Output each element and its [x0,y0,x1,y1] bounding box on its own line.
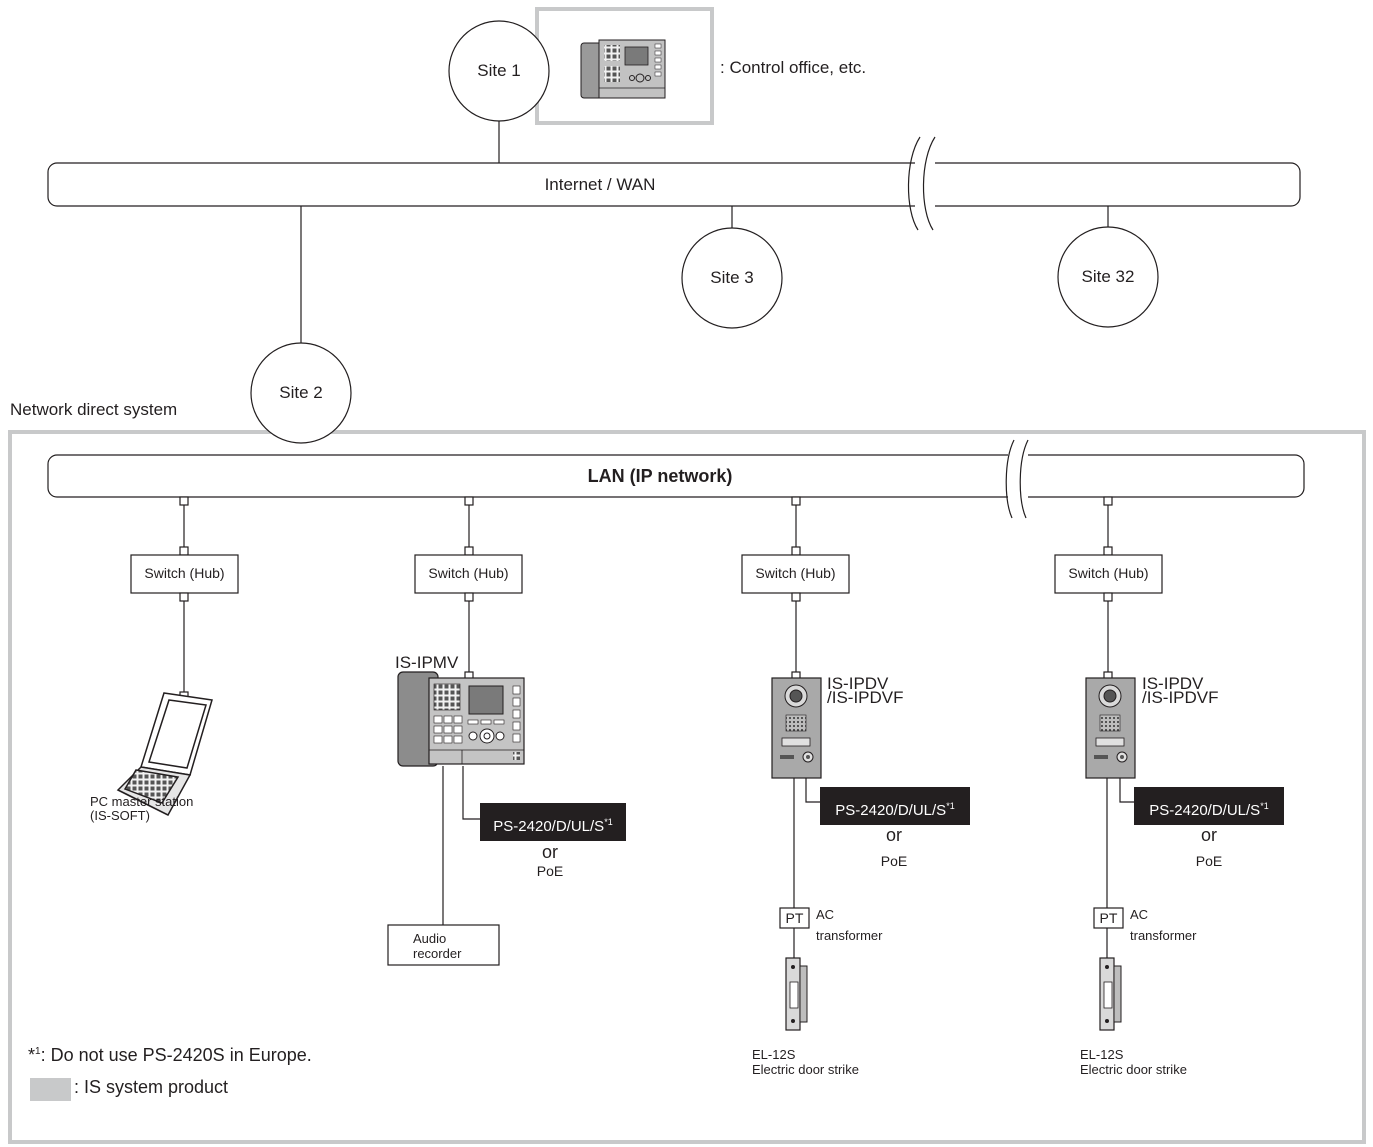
column-door-2 [1054,496,1163,681]
door-station-icon-1 [771,677,822,779]
audio-recorder-box [387,924,500,966]
laptop-icon [116,692,213,816]
ac-label-1a: AC [816,907,835,922]
power-supply-label-2: PS-2420/D/UL/S*1 [820,787,970,825]
or-label-3: or [1200,825,1217,845]
wan-break-mark [907,136,936,231]
or-label-1: or [541,842,558,862]
power-supply-label-1: PS-2420/D/UL/S*1 [480,803,626,841]
site3-label: Site 3 [710,268,754,287]
network-system-frame [8,430,1366,1144]
lan-break-mark [1005,439,1029,519]
door-station-label-2b: /IS-IPDVF [1142,688,1219,707]
pt-label-2: PT [1099,910,1118,926]
door2-wiring [1106,778,1134,958]
recorder-label-line1: Audio [413,931,447,946]
pc-label-line2: (IS-SOFT) [90,808,150,823]
poe-label-1: PoE [536,863,564,879]
strike-label-1b: Electric door strike [752,1062,859,1077]
site32-circle [1057,226,1159,328]
switch-box-4 [1054,554,1163,594]
door-strike-icon-1 [785,957,808,1031]
column-pc [130,496,239,701]
switch-label-4: Switch (Hub) [1068,565,1149,581]
switch-box-3 [741,554,850,594]
footnote: *1: Do not use PS-2420S in Europe. [28,1045,312,1065]
poe-label-2: PoE [880,853,908,869]
switch-box-2 [414,554,523,594]
strike-label-1a: EL-12S [752,1047,796,1062]
switch-label-3: Switch (Hub) [755,565,836,581]
door1-wiring [793,778,820,958]
wan-label: Internet / WAN [544,175,656,194]
site1-label: Site 1 [477,61,521,80]
door-station-label-1a: IS-IPDV [827,674,889,693]
ac-label-2a: AC [1130,907,1149,922]
lan-bar [47,454,1305,498]
pt-label-1: PT [785,910,804,926]
pc-label-line1: PC master station [90,794,194,809]
recorder-label-line2: recorder [413,946,462,961]
master-wiring [442,766,480,925]
switch-label-1: Switch (Hub) [144,565,225,581]
site2-circle [250,342,352,444]
wan-bar [47,162,1301,207]
lan-label: LAN (IP network) [587,466,733,486]
legend-product-swatch [30,1078,71,1101]
site32-label: Site 32 [1081,267,1135,286]
pt-box-1 [779,907,810,929]
door-station-label-2a: IS-IPDV [1142,674,1204,693]
column-door-1 [741,496,850,681]
site1-master-station-icon [580,39,666,99]
strike-label-2a: EL-12S [1080,1047,1124,1062]
switch-box-1 [130,554,239,594]
master-station-label: IS-IPMV [395,653,459,672]
column-master [414,496,523,681]
door-strike-icon-2 [1099,957,1122,1031]
site3-circle [681,227,783,329]
pt-box-2 [1093,907,1124,929]
master-station-icon [397,671,525,767]
power-supply-label-3: PS-2420/D/UL/S*1 [1134,787,1284,825]
door-station-icon-2 [1085,677,1136,779]
legend-product-label: : IS system product [74,1077,229,1097]
or-label-2: or [885,825,902,845]
site1-description: : Control office, etc. [720,58,867,77]
strike-label-2b: Electric door strike [1080,1062,1187,1077]
ac-label-2b: transformer [1130,928,1197,943]
ac-label-1b: transformer [816,928,883,943]
door-station-label-1b: /IS-IPDVF [827,688,904,707]
site2-label: Site 2 [279,383,323,402]
poe-label-3: PoE [1195,853,1223,869]
switch-label-2: Switch (Hub) [428,565,509,581]
network-system-title: Network direct system [10,400,178,419]
